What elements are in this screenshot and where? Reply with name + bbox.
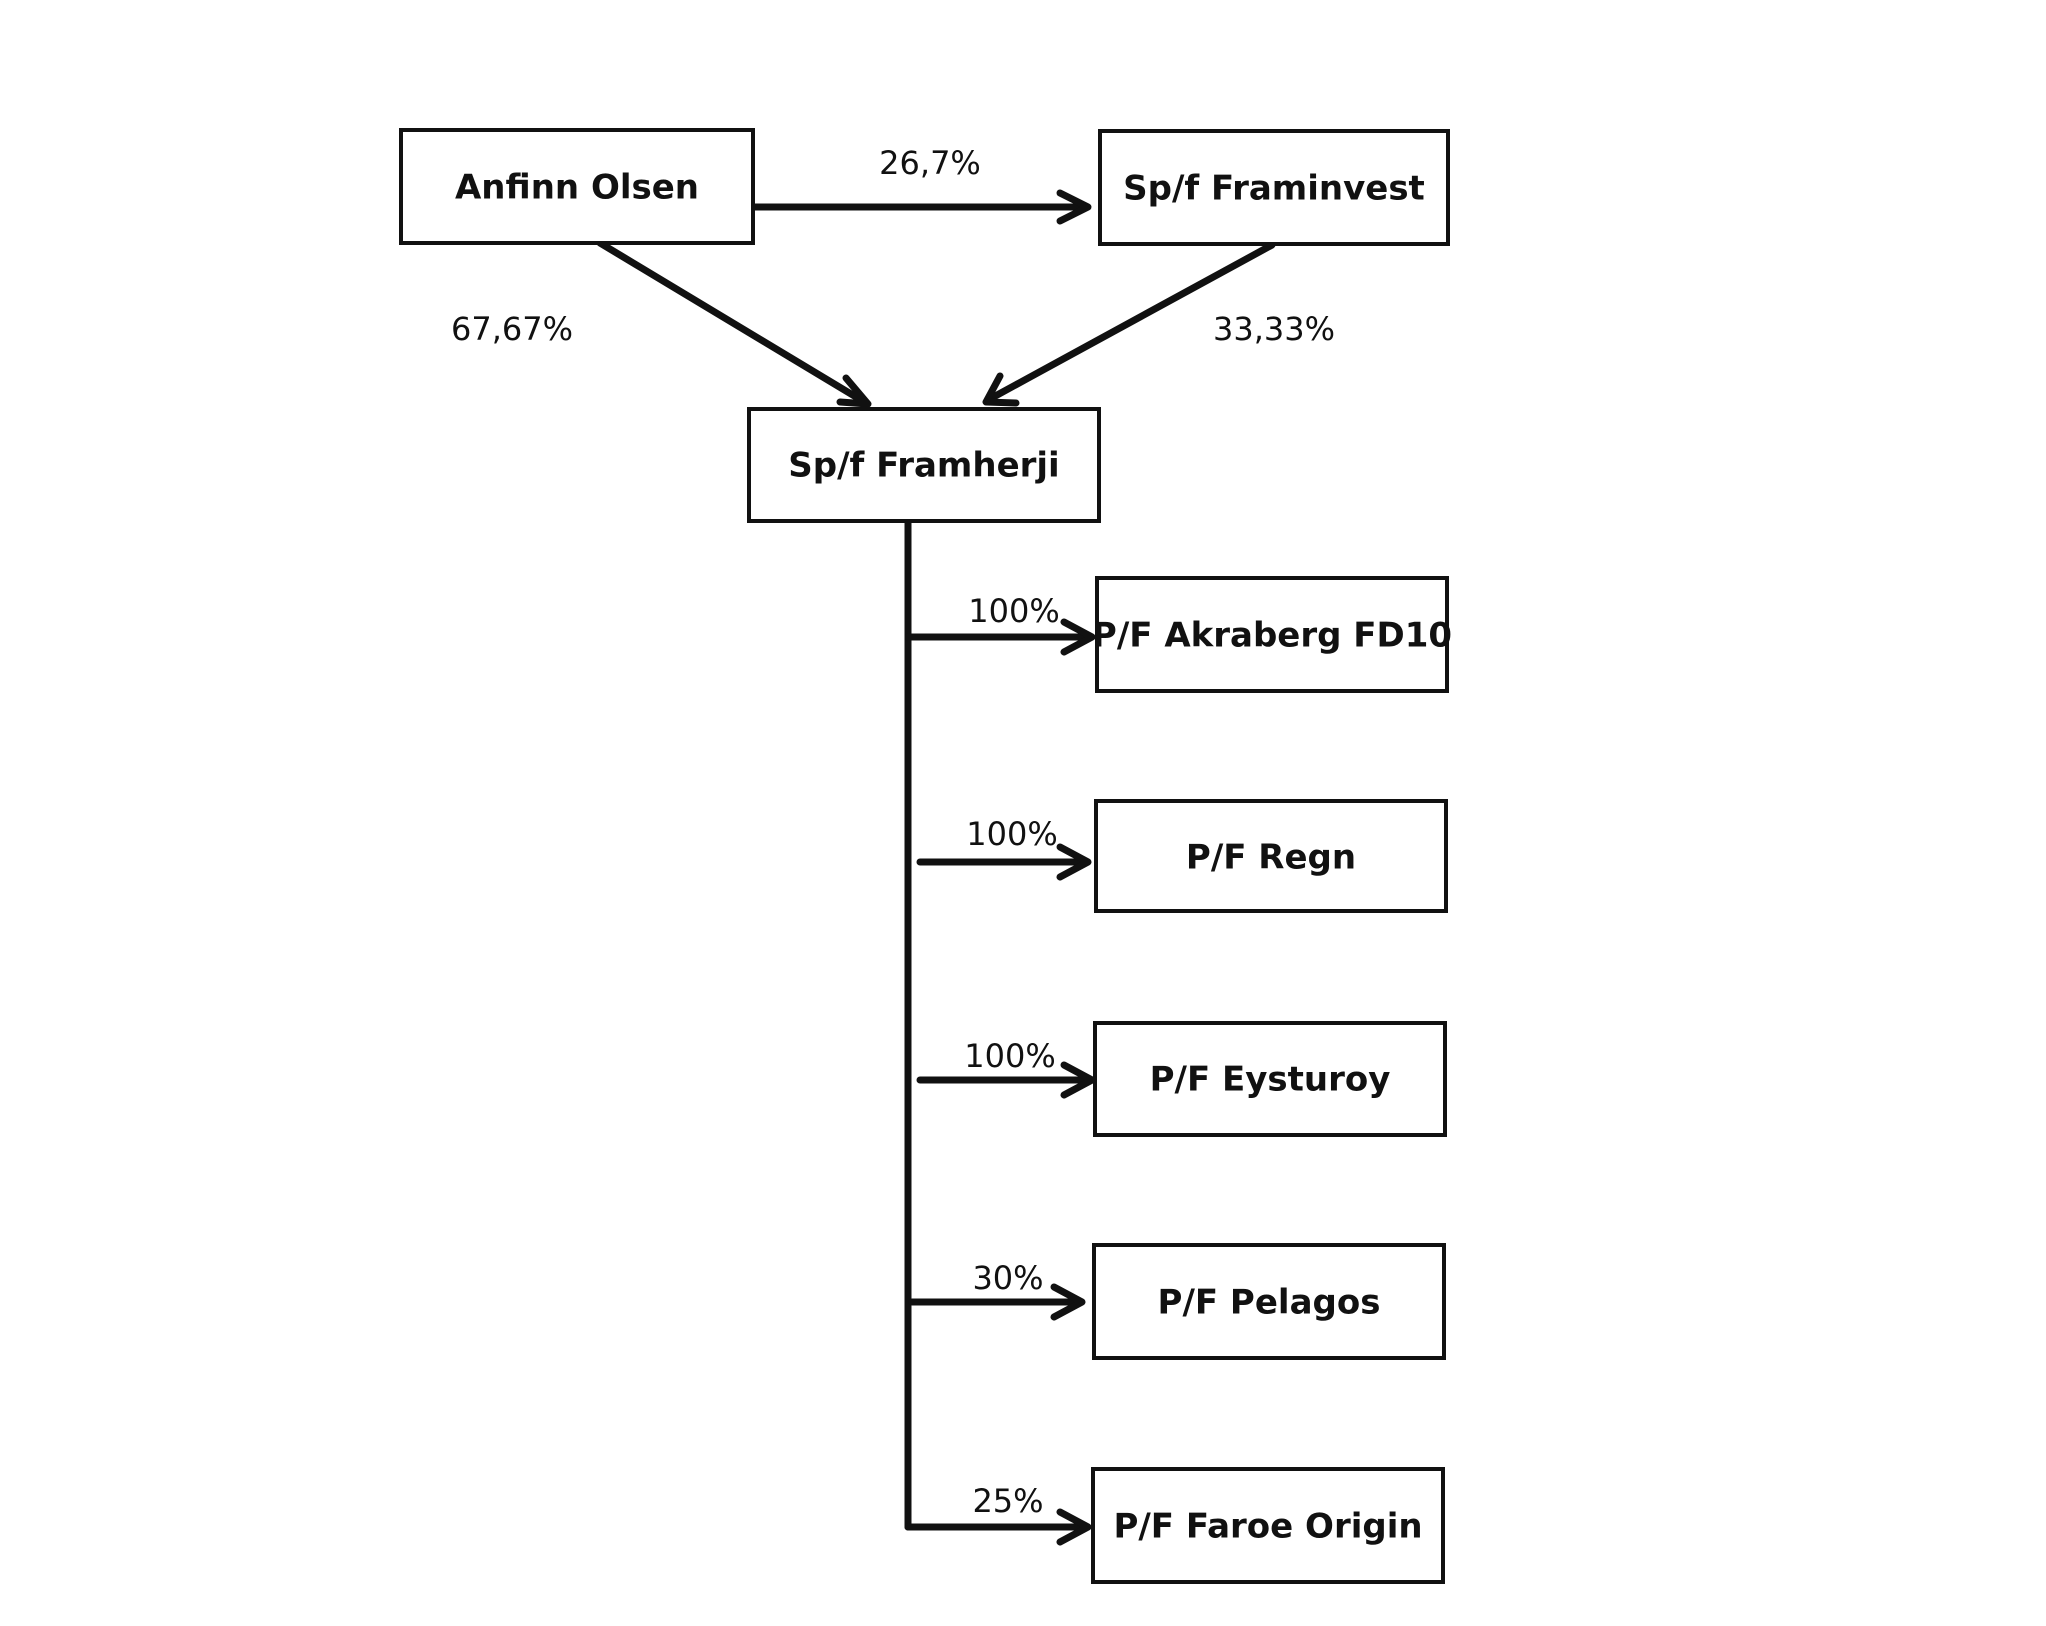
node-label: P/F Eysturoy: [1150, 1060, 1391, 1100]
node-framherji: Sp/f Framherji: [747, 407, 1101, 523]
pct-eysturoy: 100%: [964, 1037, 1055, 1075]
pct-framinvest-framherji: 33,33%: [1213, 310, 1335, 348]
arrowhead-framherji-left: [836, 374, 872, 408]
arrowhead-faroe-origin: [1056, 1508, 1092, 1546]
arrowhead-akraberg: [1060, 618, 1096, 656]
ownership-labels: 26,7% 67,67% 33,33% 100% 100% 100% 30% 2…: [451, 144, 1335, 1520]
node-pelagos: P/F Pelagos: [1092, 1243, 1446, 1360]
arrowhead-framinvest: [1056, 189, 1092, 225]
node-label: P/F Regn: [1186, 838, 1356, 878]
node-eysturoy: P/F Eysturoy: [1093, 1021, 1447, 1137]
node-label: P/F Faroe Origin: [1113, 1507, 1422, 1547]
node-label: P/F Pelagos: [1158, 1283, 1381, 1323]
node-anfinn-olsen: Anfinn Olsen: [399, 128, 755, 245]
pct-pelagos: 30%: [972, 1259, 1043, 1297]
arrowhead-framherji-right: [982, 372, 1020, 407]
pct-akraberg: 100%: [968, 592, 1059, 630]
edge-framinvest-framherji: [984, 241, 1276, 404]
node-akraberg: P/F Akraberg FD10: [1092, 576, 1452, 693]
node-faroe-origin: P/F Faroe Origin: [1091, 1467, 1445, 1584]
arrowhead-pelagos: [1050, 1283, 1086, 1321]
node-framinvest: Sp/f Framinvest: [1098, 129, 1450, 246]
node-label: Anfinn Olsen: [455, 168, 699, 208]
node-label: Sp/f Framinvest: [1123, 169, 1425, 209]
edge-anfinn-framherji: [596, 239, 870, 407]
pct-anfinn-framinvest: 26,7%: [879, 144, 981, 182]
arrowhead-regn: [1056, 843, 1092, 881]
pct-regn: 100%: [966, 815, 1057, 853]
arrowhead-eysturoy: [1060, 1061, 1096, 1099]
node-label: Sp/f Framherji: [788, 446, 1059, 486]
node-regn: P/F Regn: [1094, 799, 1448, 913]
pct-anfinn-framherji: 67,67%: [451, 310, 573, 348]
node-label: P/F Akraberg FD10: [1092, 616, 1452, 656]
edges: [596, 189, 1276, 1546]
pct-faroe-origin: 25%: [972, 1482, 1043, 1520]
